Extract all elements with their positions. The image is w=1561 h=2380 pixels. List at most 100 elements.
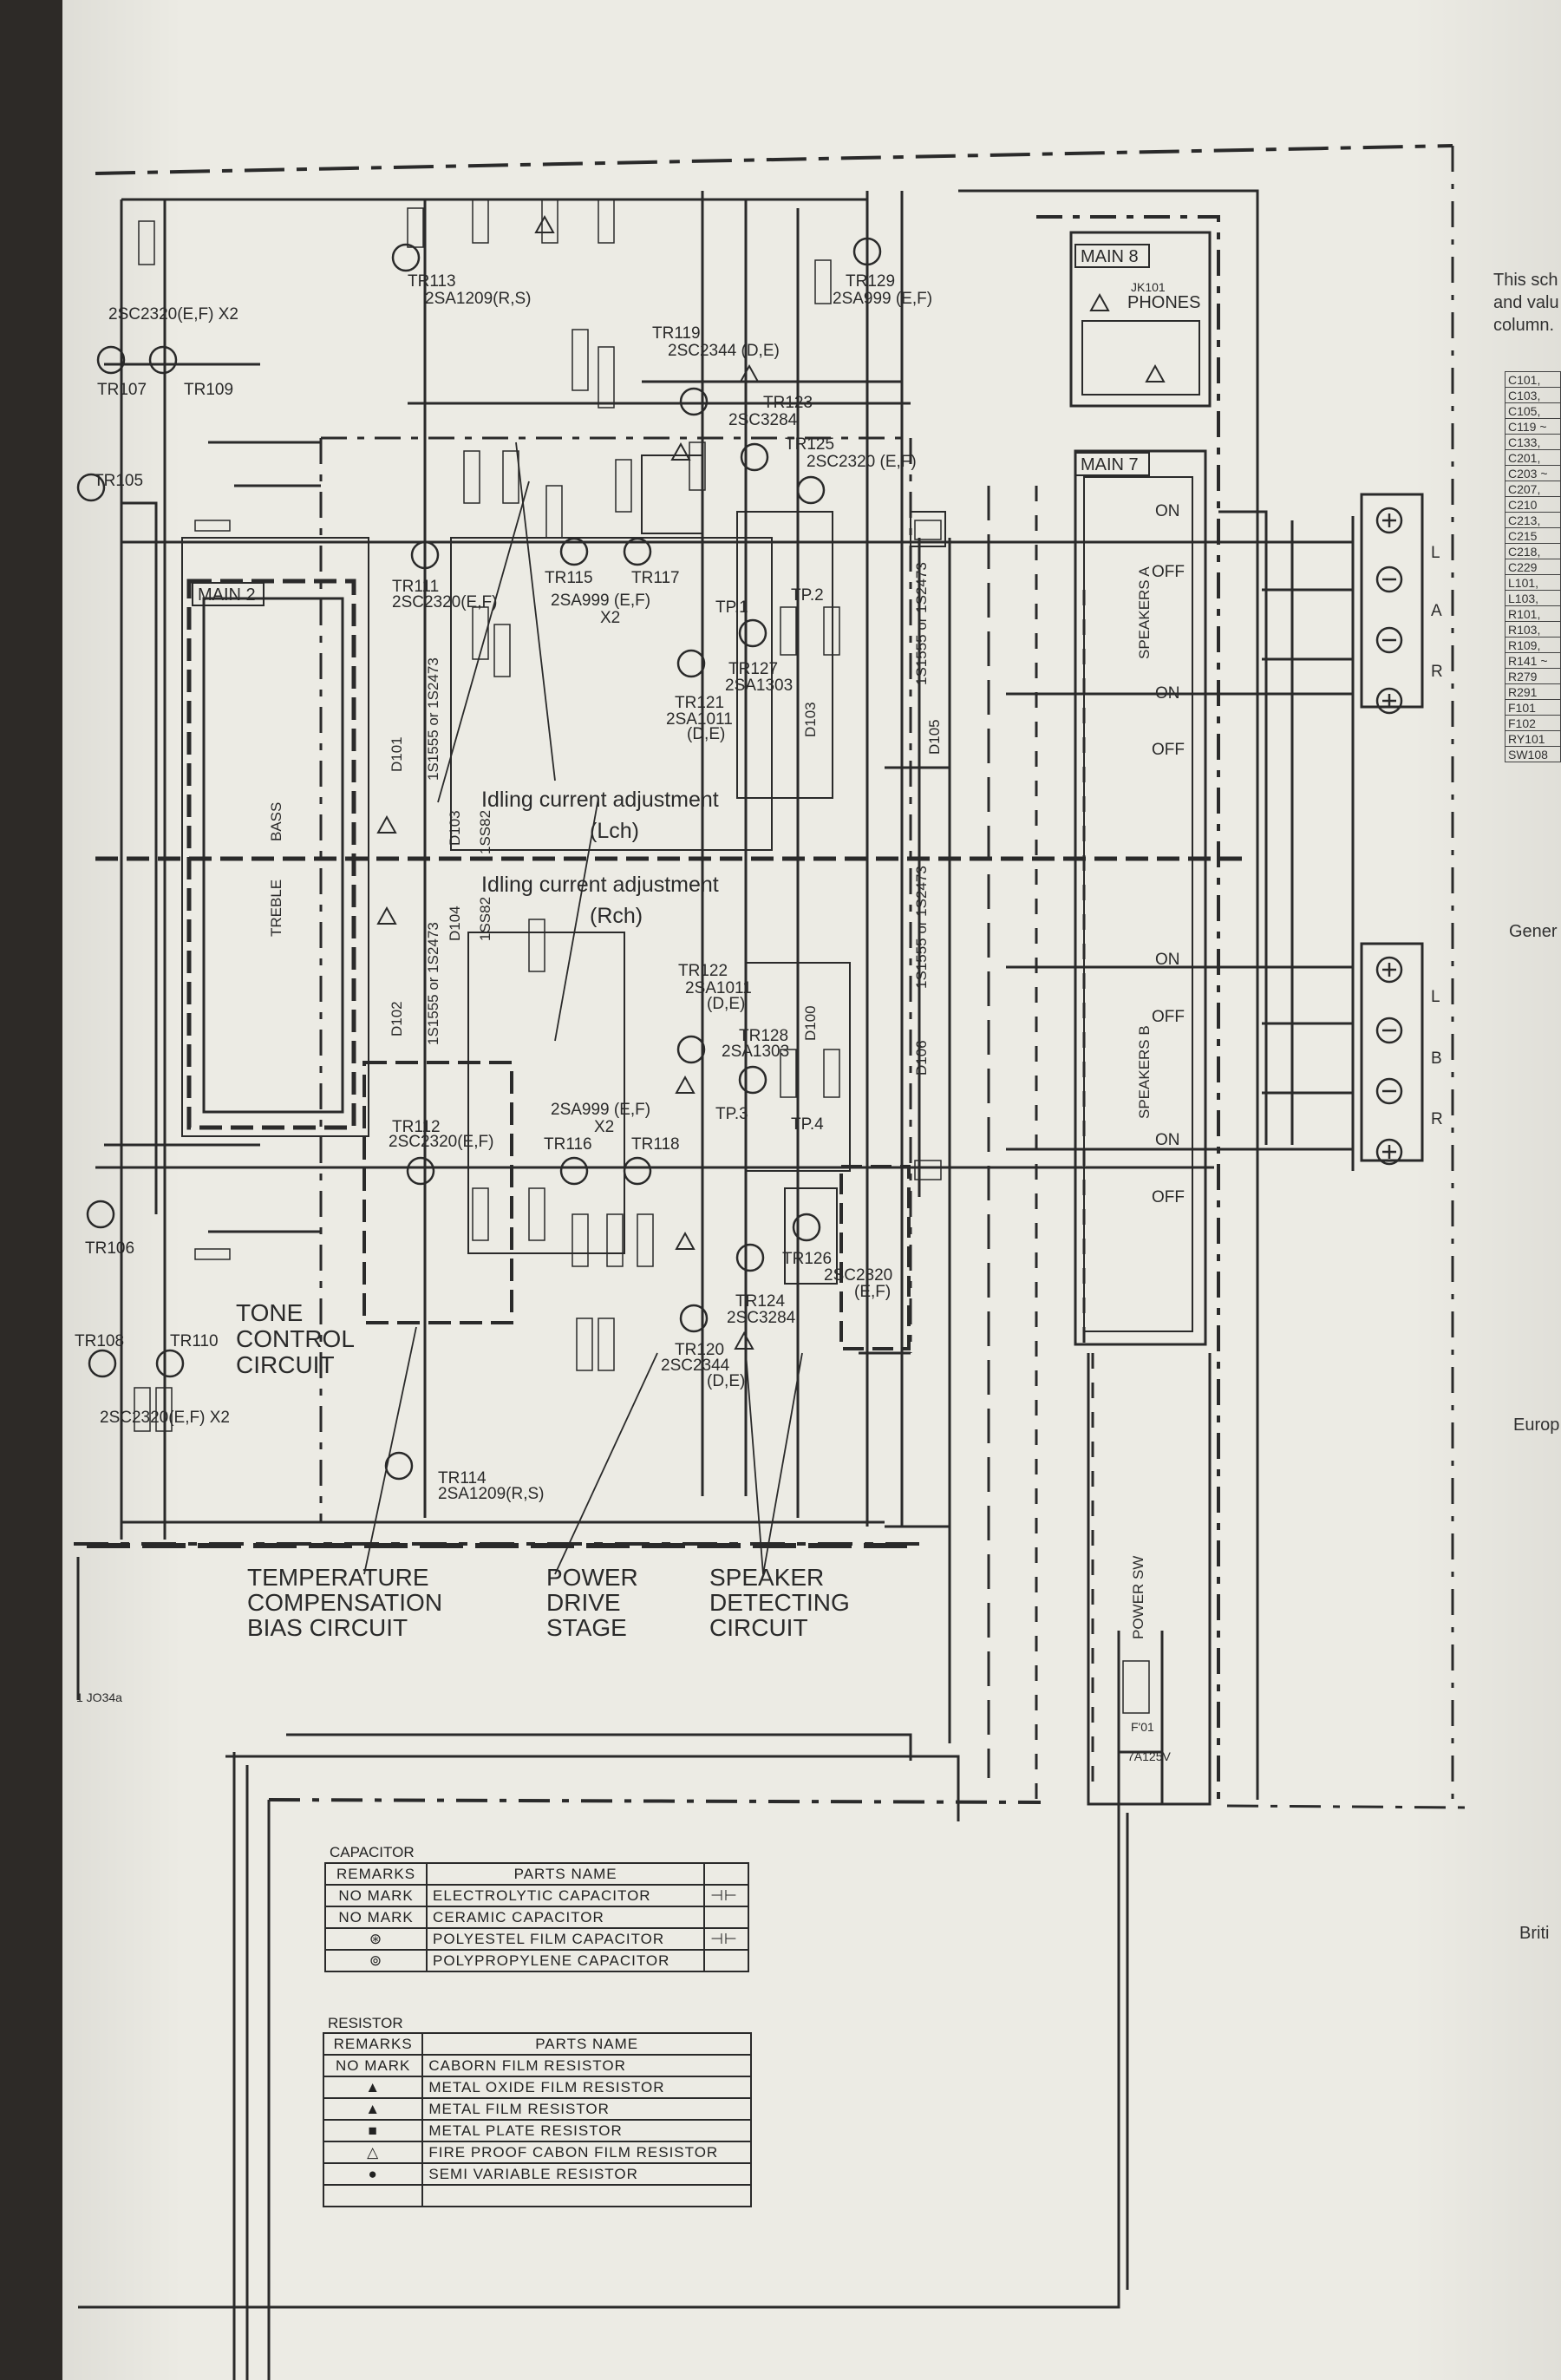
part-list-row: R109, (1505, 637, 1561, 653)
part-list-row: F102 (1505, 715, 1561, 731)
part-list-cell: C105, (1505, 402, 1561, 419)
tr128-type: 2SA1303 (722, 1043, 789, 1061)
tr110-label: TR110 (170, 1332, 219, 1350)
tp4-label: TP.4 (791, 1115, 824, 1134)
side-europe: Europ (1513, 1416, 1560, 1435)
part-list-cell: R279 (1505, 668, 1561, 684)
part-list-cell: C203 ~ (1505, 465, 1561, 481)
capacitor-table-cell: POLYESTEL FILM CAPACITOR (426, 1927, 706, 1951)
tr113-label: TR113 (408, 272, 456, 291)
part-list-row: C103, (1505, 387, 1561, 403)
tr129-type: 2SA999 (E,F) (833, 290, 932, 308)
idling-rch-label: Idling current adjustment (481, 873, 719, 897)
spk-a2-on: ON (1155, 684, 1180, 703)
part-list-cell: C218, (1505, 543, 1561, 559)
capacitor-table-cell: POLYPROPYLENE CAPACITOR (426, 1949, 706, 1972)
side-text-1: This sch (1493, 271, 1558, 290)
spk-a-off: OFF (1152, 563, 1185, 581)
tp3-label: TP.3 (715, 1105, 748, 1123)
tr107-label: TR107 (97, 381, 147, 399)
temp-label-3: BIAS CIRCUIT (247, 1614, 408, 1641)
part-list-cell: R291 (1505, 683, 1561, 700)
tr121-type: 2SA1011 (666, 710, 733, 729)
side-british: Briti (1519, 1924, 1550, 1943)
resistor-table-cell: SEMI VARIABLE RESISTOR (421, 2162, 752, 2186)
tone-label-3: CIRCUIT (236, 1351, 335, 1378)
spk-label-3: CIRCUIT (709, 1614, 808, 1641)
capacitor-table-header-cell (703, 1862, 749, 1886)
capacitor-table-cell: ⊣⊢ (703, 1884, 749, 1907)
spk-b2-on: ON (1155, 1131, 1180, 1149)
tr127-type: 2SA1303 (725, 677, 793, 695)
resistor-table-cell: FIRE PROOF CABON FILM RESISTOR (421, 2141, 752, 2164)
part-list-row: C133, (1505, 434, 1561, 450)
part-list-cell: C215 (1505, 527, 1561, 544)
tr117-label: TR117 (631, 569, 680, 587)
term-b-r: R (1431, 1110, 1443, 1128)
capacitor-table-row: ⊚POLYPROPYLENE CAPACITOR (323, 1949, 749, 1972)
d103-label: D103 (447, 810, 463, 846)
fuse-rating: 7A125V (1127, 1749, 1171, 1763)
part-list-row: C213, (1505, 512, 1561, 528)
side-text-2: and valu (1493, 293, 1559, 312)
part-list-row: SW108 (1505, 746, 1561, 762)
tr123-type: 2SC3284 (728, 411, 798, 429)
d102-label: D102 (389, 1001, 405, 1036)
tr119-type: 2SC2344 (D,E) (668, 342, 780, 360)
resistor-table-header-cell: PARTS NAME (421, 2032, 752, 2056)
part-list-cell: C210 (1505, 496, 1561, 513)
tr119-label: TR119 (652, 324, 701, 343)
power-sw-label: POWER SW (1130, 1556, 1146, 1639)
capacitor-table-cell: NO MARK (323, 1884, 428, 1907)
part-list-row: R291 (1505, 683, 1561, 700)
d105-type: 1S1555 or 1S2473 (913, 562, 930, 685)
capacitor-table-cell (703, 1906, 749, 1929)
tr122-type: 2SA1011 (685, 979, 752, 997)
capacitor-table-cell (703, 1949, 749, 1972)
part-list-row: C105, (1505, 402, 1561, 419)
tr116-x2: X2 (594, 1118, 614, 1136)
part-list-cell: R109, (1505, 637, 1561, 653)
part-list-row: C229 (1505, 559, 1561, 575)
part-list-row: R103, (1505, 621, 1561, 638)
tr108-type: 2SC2320(E,F) X2 (100, 1409, 230, 1427)
term-b-l: L (1431, 988, 1440, 1006)
schematic-drawing: TR113 2SA1209(R,S) TR129 2SA999 (E,F) TR… (74, 144, 1466, 2380)
resistor-table-cell: METAL FILM RESISTOR (421, 2097, 752, 2121)
capacitor-table-cell: ⊚ (323, 1949, 428, 1972)
spk-a-on: ON (1155, 502, 1180, 520)
tr126-rank: (E,F) (854, 1283, 891, 1301)
part-list-cell: F102 (1505, 715, 1561, 731)
tr122-label: TR122 (678, 962, 728, 980)
tr121-rank: (D,E) (687, 725, 725, 743)
page-code: 1 JO34a (76, 1690, 122, 1704)
resistor-table-title: RESISTOR (328, 2015, 403, 2031)
resistor-table-cell: METAL PLATE RESISTOR (421, 2119, 752, 2142)
tr120-rank: (D,E) (707, 1372, 745, 1390)
d103b-label: D103 (802, 702, 819, 737)
tr114-type: 2SA1209(R,S) (438, 1485, 545, 1503)
resistor-table-row: ●SEMI VARIABLE RESISTOR (322, 2162, 752, 2186)
tr125-type: 2SC2320 (E,F) (807, 453, 917, 471)
part-list-cell: L103, (1505, 590, 1561, 606)
part-list-row: C203 ~ (1505, 465, 1561, 481)
speakers-b-label: SPEAKERS B (1136, 1025, 1153, 1119)
power-label-2: DRIVE (546, 1589, 621, 1616)
resistor-table-row: ▲METAL FILM RESISTOR (322, 2097, 752, 2121)
tr120-type: 2SC2344 (661, 1357, 730, 1375)
part-list-cell: C119 ~ (1505, 418, 1561, 435)
d102-type: 1S1555 or 1S2473 (425, 922, 441, 1045)
part-list-cell: C213, (1505, 512, 1561, 528)
resistor-table-cell: ● (322, 2162, 424, 2186)
tr109-label: TR109 (184, 381, 233, 399)
d103-type: 1SS82 (477, 810, 493, 854)
tr111-label: TR111 (392, 578, 439, 596)
capacitor-table-header-cell: PARTS NAME (426, 1862, 706, 1886)
resistor-table-header-cell: REMARKS (322, 2032, 424, 2056)
capacitor-table-cell: CERAMIC CAPACITOR (426, 1906, 706, 1929)
capacitor-table-cell: ⊛ (323, 1927, 428, 1951)
